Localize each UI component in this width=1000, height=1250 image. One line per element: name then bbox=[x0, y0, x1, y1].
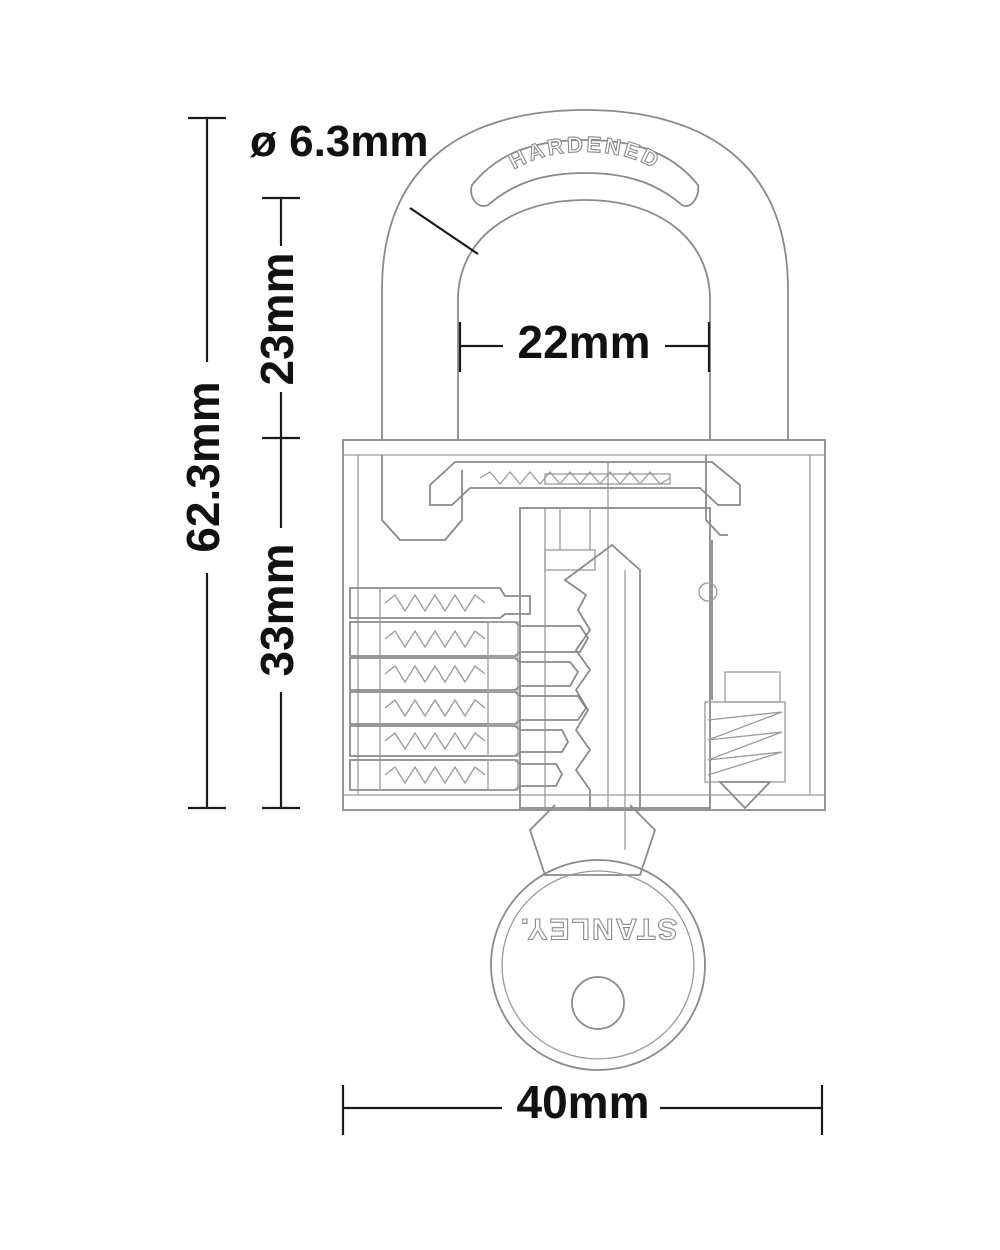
key-engraving: STANLEY. bbox=[519, 912, 678, 945]
shackle-diameter-label: ø 6.3mm bbox=[250, 117, 429, 166]
dimension-shackle-width: 22mm bbox=[458, 316, 711, 372]
dimension-shackle-diameter: ø 6.3mm bbox=[250, 117, 479, 255]
shackle-engraving: HARDENED bbox=[505, 132, 666, 174]
padlock-drawing: HARDENED bbox=[342, 109, 826, 1071]
shackle-width-label: 22mm bbox=[518, 316, 651, 368]
body-width-label: 40mm bbox=[517, 1076, 650, 1128]
pin-tumblers bbox=[349, 587, 590, 791]
shackle: HARDENED bbox=[381, 109, 789, 440]
dimension-overall-height: 62.3mm bbox=[177, 116, 229, 810]
dimension-body-width: 40mm bbox=[341, 1076, 824, 1135]
shackle-clearance-label: 23mm bbox=[251, 253, 303, 386]
key: STANLEY. bbox=[490, 804, 706, 1071]
body-height-label: 33mm bbox=[251, 544, 303, 677]
overall-height-label: 62.3mm bbox=[177, 381, 229, 552]
lock-body bbox=[342, 439, 826, 850]
dimension-body-height: 33mm bbox=[251, 438, 303, 810]
dimension-shackle-clearance: 23mm bbox=[251, 196, 303, 440]
